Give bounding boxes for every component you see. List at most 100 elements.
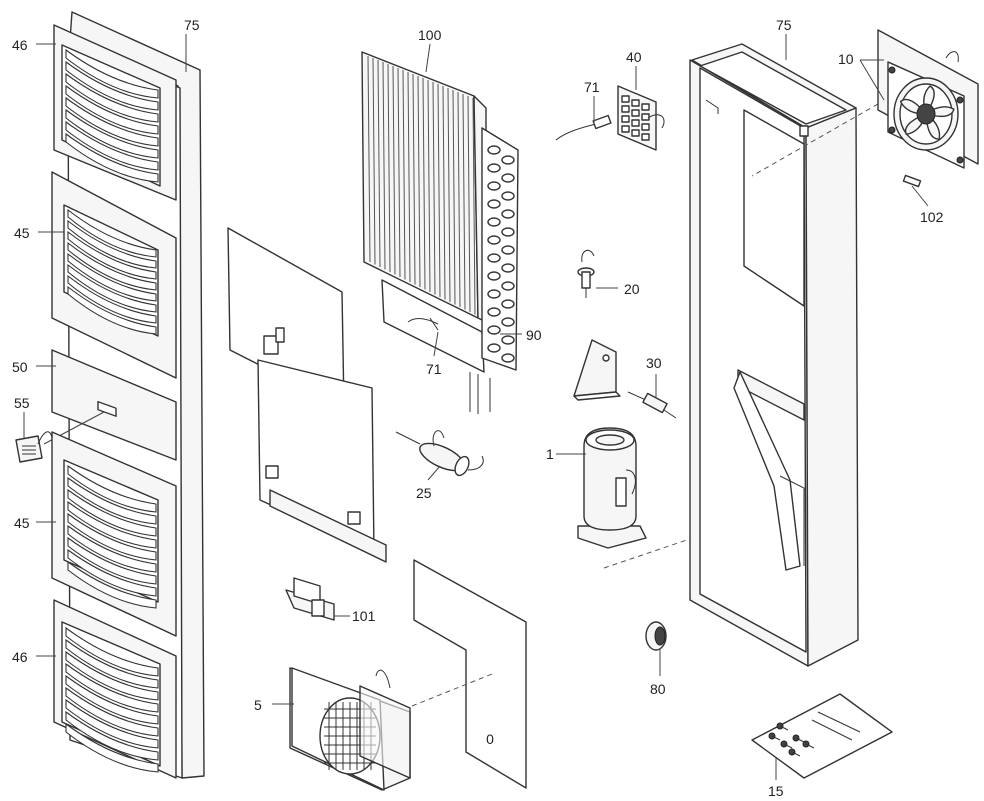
coil-fin <box>427 79 431 293</box>
partition-plate-lower <box>257 359 387 563</box>
evaporator-fan-10 <box>877 29 979 169</box>
louver-slat <box>65 60 159 111</box>
controller-board-40 <box>617 85 665 151</box>
coil-tube <box>487 307 501 317</box>
temperature-sensor-71-top <box>555 114 612 141</box>
compressor-bracket <box>573 339 621 401</box>
louver-slat <box>65 48 159 99</box>
coil-fin <box>397 67 401 278</box>
coil-fin <box>452 89 456 305</box>
label-46-bottom: 46 <box>12 649 28 665</box>
louver-slat <box>67 476 157 525</box>
coil-tube <box>501 335 515 345</box>
coil-tube <box>487 235 501 245</box>
screw-shaft <box>805 743 815 749</box>
coil-fin <box>377 59 381 268</box>
coil-fin <box>442 85 446 300</box>
label-30: 30 <box>646 355 662 371</box>
coil-tube <box>487 289 501 299</box>
louver-slat <box>65 626 159 677</box>
screw-shaft <box>795 737 805 743</box>
display-panel-50 <box>51 349 177 461</box>
coil-tube <box>487 145 501 155</box>
label-55: 55 <box>14 395 30 411</box>
coil-tube <box>501 317 515 327</box>
coil-fin <box>417 75 421 288</box>
louver-slat <box>65 662 159 713</box>
coil-fin <box>382 61 386 270</box>
board-chip <box>631 99 640 107</box>
coil-tube <box>501 227 515 237</box>
label-46-top: 46 <box>12 37 28 53</box>
coil-tube <box>501 209 515 219</box>
louver-slat <box>67 208 157 258</box>
coil-fin <box>372 57 376 265</box>
grille-46-bottom <box>53 599 177 779</box>
coil-fin <box>402 69 406 280</box>
rear-partition-plate: 0 <box>413 559 527 789</box>
louver-slat <box>65 84 159 135</box>
board-chip <box>631 129 640 137</box>
coil-tube <box>487 325 501 335</box>
connector-30 <box>627 391 677 419</box>
label-25: 25 <box>416 485 432 501</box>
louver-slat <box>65 96 159 147</box>
coil-tube <box>487 343 501 353</box>
label-45-upper: 45 <box>14 225 30 241</box>
accessory-bag-15 <box>751 693 893 779</box>
label-100: 100 <box>418 27 442 43</box>
louver-slat <box>67 230 157 280</box>
board-chip <box>641 133 650 141</box>
part-labels: 75 46 45 50 55 45 46 100 71 90 25 101 5 … <box>12 17 944 799</box>
louver-slat <box>65 710 159 761</box>
coil-tube <box>501 281 515 291</box>
capacitor-25 <box>395 430 484 477</box>
evaporator-coil-100 <box>361 51 519 414</box>
louver-slat <box>65 674 159 725</box>
coil-tube <box>487 199 501 209</box>
coil-tube <box>487 271 501 281</box>
louver-slat <box>67 252 157 302</box>
bracket-101 <box>285 577 335 621</box>
screw-shaft <box>771 735 781 741</box>
coil-fin <box>462 93 466 310</box>
louver-slat <box>67 285 157 335</box>
label-75-housing: 75 <box>776 17 792 33</box>
coil-fin <box>422 77 426 290</box>
coil-fin <box>457 91 461 308</box>
grille-46-top <box>53 24 177 201</box>
coil-fin <box>472 97 476 315</box>
louver-slat <box>67 500 157 549</box>
board-chip <box>621 125 630 133</box>
screw-shaft <box>791 751 801 757</box>
board-chip <box>641 113 650 121</box>
grille-45-lower <box>51 431 177 637</box>
coil-tube <box>501 299 515 309</box>
panel-mark: 0 <box>486 731 494 747</box>
louver-slat <box>65 120 159 171</box>
screw-shaft <box>779 725 789 731</box>
board-chip <box>621 95 630 103</box>
louver-slat <box>67 274 157 324</box>
board-chip <box>621 115 630 123</box>
louver-slat <box>65 698 159 749</box>
label-80: 80 <box>650 681 666 697</box>
coil-tube <box>501 173 515 183</box>
coil-fin <box>437 83 441 298</box>
label-45-lower: 45 <box>14 515 30 531</box>
coil-tube <box>487 253 501 263</box>
louver-slat <box>67 524 157 573</box>
coil-tube <box>487 181 501 191</box>
coil-tube <box>501 191 515 201</box>
louver-slat <box>67 464 157 513</box>
louver-slat <box>65 650 159 701</box>
compressor-1 <box>577 427 647 549</box>
coil-fin <box>432 81 436 295</box>
board-chip <box>621 105 630 113</box>
louver-slat <box>67 263 157 313</box>
label-71-lower: 71 <box>426 361 442 377</box>
coil-tube <box>487 217 501 227</box>
louver-slat <box>65 132 159 183</box>
coil-tube <box>487 163 501 173</box>
